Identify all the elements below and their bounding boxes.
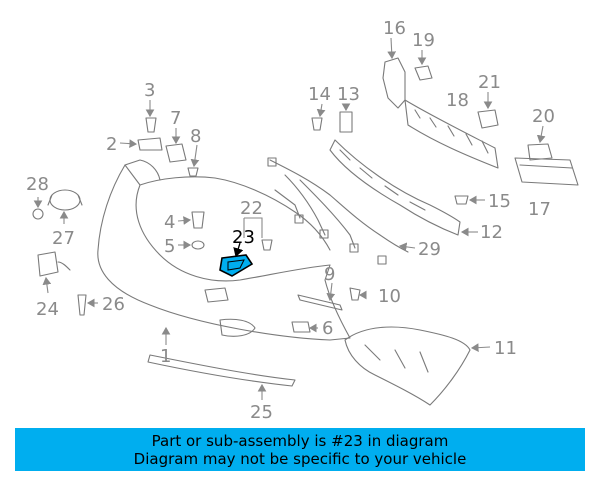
leader-lines	[33, 37, 546, 400]
callout-13: 13	[337, 84, 360, 105]
callout-18: 18	[446, 90, 469, 111]
bolt-14	[311, 117, 323, 131]
callout-23: 23	[232, 227, 255, 248]
callout-8: 8	[190, 126, 201, 147]
bolt-10	[349, 287, 361, 301]
bracket-17	[514, 157, 579, 186]
callout-11: 11	[494, 338, 517, 359]
callout-17: 17	[528, 199, 551, 220]
bolt-3	[145, 117, 157, 133]
callout-7: 7	[170, 108, 181, 129]
callout-19: 19	[412, 30, 435, 51]
callout-22: 22	[240, 198, 263, 219]
screw-8	[187, 167, 199, 177]
callout-29: 29	[418, 239, 441, 260]
highlighted-part-23[interactable]	[219, 254, 254, 277]
pad-6	[291, 321, 311, 333]
bracket-13	[339, 111, 353, 133]
mount-bracket-11	[344, 326, 471, 406]
lower-spoiler	[147, 354, 296, 387]
reinforcement-bar	[329, 139, 461, 236]
callout-20: 20	[532, 106, 555, 127]
callout-27: 27	[52, 228, 75, 249]
trim-strip-9	[297, 294, 343, 311]
callout-16: 16	[383, 18, 406, 39]
clip-26	[77, 294, 87, 316]
callout-10: 10	[378, 286, 401, 307]
callout-24: 24	[36, 299, 59, 320]
banner-line-2: Diagram may not be specific to your vehi…	[133, 449, 467, 468]
clip-20	[527, 143, 553, 161]
ring-28	[32, 208, 44, 220]
bracket-2	[137, 137, 163, 151]
parts-diagram: 1 2 3 4 5 6 7 8 9 10 11 12 13 14 15 16 1…	[26, 18, 579, 423]
callout-15: 15	[488, 191, 511, 212]
impact-absorber	[404, 99, 499, 169]
callout-25: 25	[250, 402, 273, 423]
callout-2: 2	[106, 134, 117, 155]
bracket-16	[382, 57, 406, 109]
callout-6: 6	[322, 318, 333, 339]
bumper-cover	[97, 159, 351, 341]
banner-line-1: Part or sub-assembly is #23 in diagram	[151, 431, 449, 450]
bracket-22	[261, 239, 273, 251]
washer-5	[191, 240, 205, 250]
callout-9: 9	[324, 264, 335, 285]
info-banner: Part or sub-assembly is #23 in diagram D…	[15, 428, 585, 471]
callout-4: 4	[164, 212, 175, 233]
sensor-27	[47, 189, 83, 211]
callout-1: 1	[160, 346, 171, 367]
callout-5: 5	[164, 236, 175, 257]
callout-21: 21	[478, 72, 501, 93]
clip-21	[477, 109, 499, 129]
callout-28: 28	[26, 174, 49, 195]
wiring-harness	[267, 157, 409, 265]
callout-12: 12	[480, 222, 503, 243]
bracket-7	[165, 143, 187, 163]
callout-14: 14	[308, 84, 331, 105]
screw-15	[454, 195, 469, 205]
callout-26: 26	[102, 294, 125, 315]
leader-23	[233, 242, 244, 258]
callout-3: 3	[144, 80, 155, 101]
callouts: 1 2 3 4 5 6 7 8 9 10 11 12 13 14 15 16 1…	[26, 18, 555, 423]
clip-19	[414, 65, 433, 81]
bracket-24	[37, 251, 71, 277]
bolt-4	[191, 211, 205, 229]
